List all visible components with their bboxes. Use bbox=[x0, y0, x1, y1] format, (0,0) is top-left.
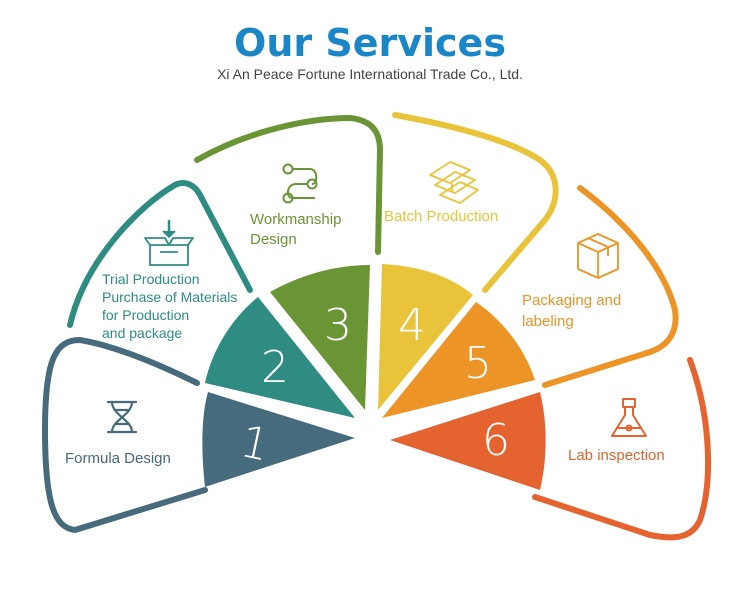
label-batch-production: Batch Production bbox=[384, 208, 498, 225]
sector-6 bbox=[390, 392, 546, 490]
package-icon bbox=[577, 233, 619, 279]
sector-2 bbox=[205, 297, 355, 418]
sector-4 bbox=[378, 264, 473, 410]
sector-number-5: 5 bbox=[464, 338, 492, 389]
frame-3 bbox=[194, 115, 383, 255]
frame-5 bbox=[542, 185, 679, 388]
page-title: Our Services bbox=[234, 21, 506, 65]
sector-number-2: 2 bbox=[261, 342, 289, 393]
sector-5 bbox=[382, 302, 535, 418]
workflow-icon bbox=[282, 163, 318, 204]
label-packaging-labeling: Packaging and labeling bbox=[522, 292, 625, 330]
dna-icon bbox=[106, 400, 138, 434]
sector-number-4: 4 bbox=[398, 300, 426, 351]
flask-icon bbox=[611, 398, 647, 437]
frame-6 bbox=[532, 357, 711, 541]
label-workmanship-design: Workmanship Design bbox=[250, 211, 346, 248]
label-lab-inspection: Lab inspection bbox=[568, 447, 665, 464]
label-trial-production: Trial Production Purchase of Materials f… bbox=[102, 271, 241, 341]
sector-number-3: 3 bbox=[324, 300, 352, 351]
stacked-papers-icon bbox=[429, 161, 479, 204]
sector-number-6: 6 bbox=[482, 415, 510, 466]
page-subtitle: Xi An Peace Fortune International Trade … bbox=[217, 66, 523, 82]
sector-1 bbox=[202, 392, 355, 487]
sector-3 bbox=[270, 265, 370, 410]
frame-1 bbox=[42, 337, 208, 533]
label-formula-design: Formula Design bbox=[65, 450, 171, 467]
frame-4 bbox=[392, 112, 559, 293]
frame-2 bbox=[67, 180, 253, 328]
box-icon bbox=[144, 220, 194, 266]
